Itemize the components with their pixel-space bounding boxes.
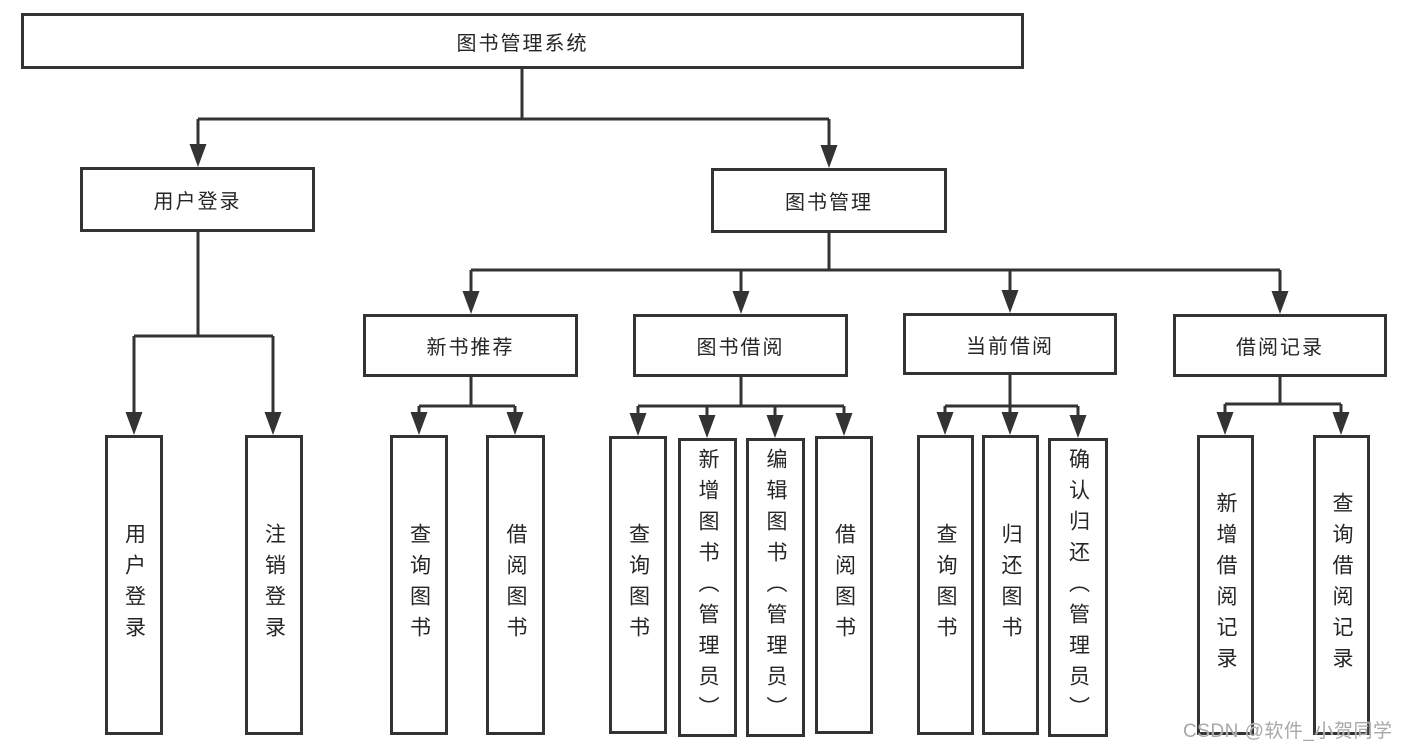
node-borrow-records: 借阅记录	[1173, 314, 1387, 377]
leaf-label: 查询图书	[934, 523, 957, 647]
node-book-management: 图书管理	[711, 168, 947, 233]
leaf-user-login: 用户登录	[105, 435, 163, 735]
leaf-label: 编辑图书（管理员）	[764, 448, 787, 727]
leaf-add-borrow-record: 新增借阅记录	[1197, 435, 1254, 735]
csdn-watermark: CSDN @软件_小贺同学	[1183, 721, 1393, 742]
leaf-query-books: 查询图书	[917, 435, 974, 735]
leaf-add-book-admin: 新增图书（管理员）	[678, 438, 737, 737]
node-label: 新书推荐	[426, 337, 515, 359]
leaf-borrow-books: 借阅图书	[815, 436, 873, 734]
leaf-borrow-books: 借阅图书	[486, 435, 545, 735]
leaf-label: 查询借阅记录	[1330, 492, 1353, 678]
leaf-label: 借阅图书	[504, 523, 527, 647]
node-label: 借阅记录	[1236, 337, 1324, 359]
leaf-label: 新增借阅记录	[1214, 492, 1237, 678]
node-label: 图书借阅	[696, 337, 785, 359]
leaf-label: 归还图书	[999, 523, 1022, 647]
leaf-query-borrow-record: 查询借阅记录	[1313, 435, 1370, 735]
node-label: 当前借阅	[966, 335, 1054, 358]
leaf-label: 查询图书	[626, 523, 650, 647]
leaf-label: 新增图书（管理员）	[696, 448, 719, 727]
node-book-borrow: 图书借阅	[633, 314, 848, 377]
leaf-label: 用户登录	[122, 523, 146, 647]
leaf-edit-book-admin: 编辑图书（管理员）	[746, 438, 805, 737]
leaf-query-books: 查询图书	[609, 436, 667, 734]
leaf-label: 查询图书	[407, 523, 431, 647]
leaf-label: 注销登录	[262, 523, 286, 647]
leaf-label: 确认归还（管理员）	[1066, 448, 1090, 727]
leaf-return-books: 归还图书	[982, 435, 1039, 735]
leaf-query-books: 查询图书	[390, 435, 448, 735]
node-new-book-recommend: 新书推荐	[363, 314, 578, 377]
leaf-logout: 注销登录	[245, 435, 303, 735]
node-label: 图书管理	[785, 192, 873, 214]
leaf-label: 借阅图书	[832, 523, 856, 647]
node-label: 用户登录	[153, 191, 242, 213]
node-current-borrow: 当前借阅	[903, 313, 1117, 375]
node-library-management-system: 图书管理系统	[21, 13, 1024, 69]
node-user-login: 用户登录	[80, 167, 315, 232]
leaf-confirm-return-admin: 确认归还（管理员）	[1048, 438, 1108, 737]
node-label: 图书管理系统	[456, 32, 589, 55]
